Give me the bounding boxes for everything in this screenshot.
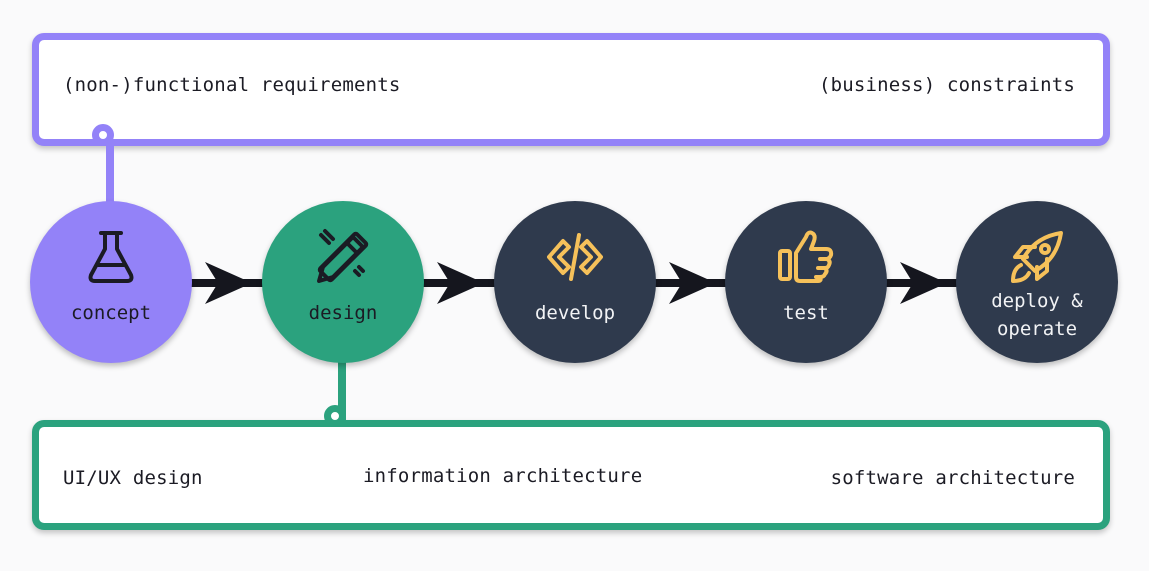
software-architecture-text: software architecture <box>830 467 1075 489</box>
concept-connector-ring <box>92 124 114 146</box>
flask-icon <box>88 231 134 283</box>
arrow-test-to-deploy <box>885 262 959 304</box>
design-connector-ring <box>324 405 346 427</box>
pencil-ruler-icon <box>317 229 369 283</box>
stage-deploy-label: deploy & operate <box>991 290 1083 340</box>
arrow-concept-to-design <box>190 262 265 304</box>
thumbs-up-icon <box>778 230 834 283</box>
ui-ux-design-text: UI/UX design <box>63 467 203 489</box>
design-connector-line <box>338 355 346 425</box>
stage-design: design <box>262 201 424 363</box>
information-architecture-text: information architecture <box>363 465 643 487</box>
design-box: UI/UX design information architecture so… <box>32 420 1110 530</box>
business-constraints-text: (business) constraints <box>818 74 1075 96</box>
rocket-icon <box>1011 231 1063 283</box>
code-icon <box>547 233 603 281</box>
stage-design-label: design <box>308 302 378 324</box>
arrow-develop-to-test <box>654 262 728 304</box>
stage-deploy-operate: deploy & operate <box>956 201 1118 363</box>
stage-concept-label: concept <box>70 302 152 324</box>
functional-requirements-text: (non-)functional requirements <box>63 74 401 96</box>
stage-test-label: test <box>783 302 829 324</box>
arrow-design-to-develop <box>422 262 497 304</box>
stage-test: test <box>725 201 887 363</box>
stage-develop-label: develop <box>534 302 616 324</box>
concept-connector-line <box>106 140 114 210</box>
stage-develop: develop <box>494 201 656 363</box>
stage-concept: concept <box>30 201 192 363</box>
requirements-box: (non-)functional requirements (business)… <box>32 33 1110 146</box>
